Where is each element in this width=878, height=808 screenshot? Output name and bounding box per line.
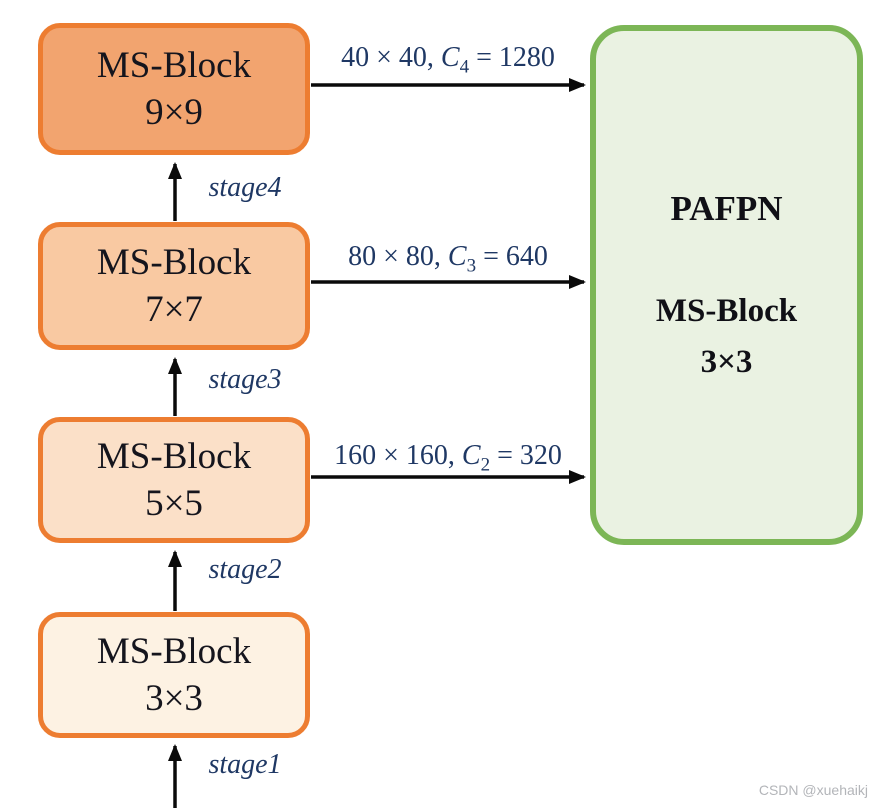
backbone-block-9x9: MS-Block 9×9 [38, 23, 310, 155]
stage2-label: stage2 [208, 554, 282, 585]
backbone-block-5x5: MS-Block 5×5 [38, 417, 310, 543]
backbone-block-7x7: MS-Block 7×7 [38, 222, 310, 350]
channel-value: = 640 [476, 241, 548, 272]
channel-subscript: 3 [466, 255, 477, 277]
connection-label-c2: 160 × 160, C2 = 320 [312, 440, 584, 476]
stage3-label: stage3 [208, 364, 282, 395]
feature-size: 160 × 160, [334, 440, 462, 471]
connection-label-c3: 80 × 80, C3 = 640 [312, 241, 584, 277]
connection-label-c4: 40 × 40, C4 = 1280 [312, 42, 584, 78]
stage1-label: stage1 [208, 749, 282, 780]
watermark: CSDN @xuehaikj [758, 782, 868, 798]
block-label: MS-Block [96, 630, 252, 672]
feature-size: 80 × 80, [348, 241, 448, 272]
block-label: MS-Block [96, 241, 252, 283]
backbone-block-3x3: MS-Block 3×3 [38, 612, 310, 738]
pafpn-block: PAFPN MS-Block 3×3 [590, 25, 863, 545]
block-kernel: 3×3 [145, 678, 203, 719]
stage4-label: stage4 [208, 172, 282, 203]
feature-size: 40 × 40, [341, 42, 441, 73]
block-kernel: 5×5 [145, 483, 203, 524]
channel-value: = 320 [490, 440, 562, 471]
channel-subscript: 2 [480, 454, 491, 476]
channel-value: = 1280 [469, 42, 555, 73]
block-kernel: 9×9 [145, 92, 203, 133]
block-label: MS-Block [96, 435, 252, 477]
pafpn-msblock-kernel: 3×3 [700, 344, 753, 380]
channel-var: C [440, 42, 460, 73]
channel-subscript: 4 [459, 56, 470, 78]
pafpn-title: PAFPN [670, 189, 783, 228]
channel-var: C [447, 241, 467, 272]
block-kernel: 7×7 [145, 289, 203, 330]
pafpn-msblock-label: MS-Block [655, 293, 798, 329]
block-label: MS-Block [96, 44, 252, 86]
channel-var: C [461, 440, 481, 471]
